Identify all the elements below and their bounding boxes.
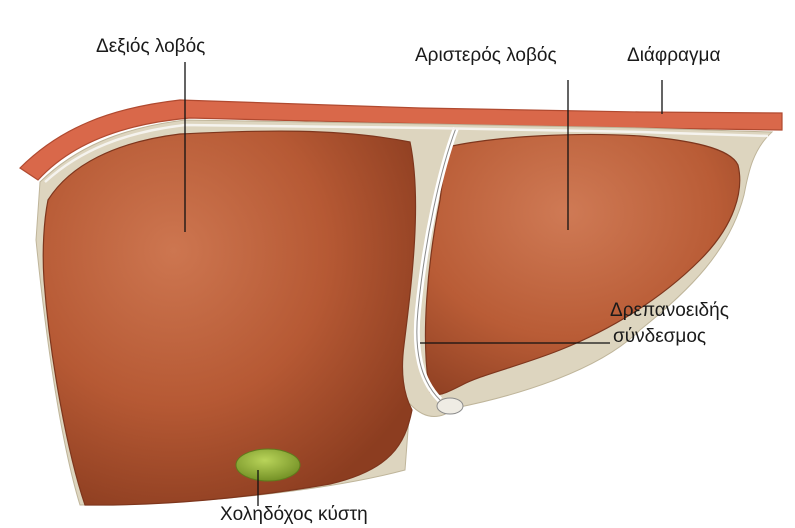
label-gallbladder: Χοληδόχος κύστη [220,504,368,526]
label-falciform-2: σύνδεσμος [613,326,706,348]
label-falciform-1: Δρεπανοειδής [610,300,729,322]
round-ligament-end [437,398,463,414]
gallbladder-shape [236,449,300,481]
label-right-lobe: Δεξιός λοβός [96,36,205,58]
label-diaphragm: Διάφραγμα [627,45,720,67]
label-left-lobe: Αριστερός λοβός [415,45,557,67]
right-lobe-shape [43,131,415,505]
